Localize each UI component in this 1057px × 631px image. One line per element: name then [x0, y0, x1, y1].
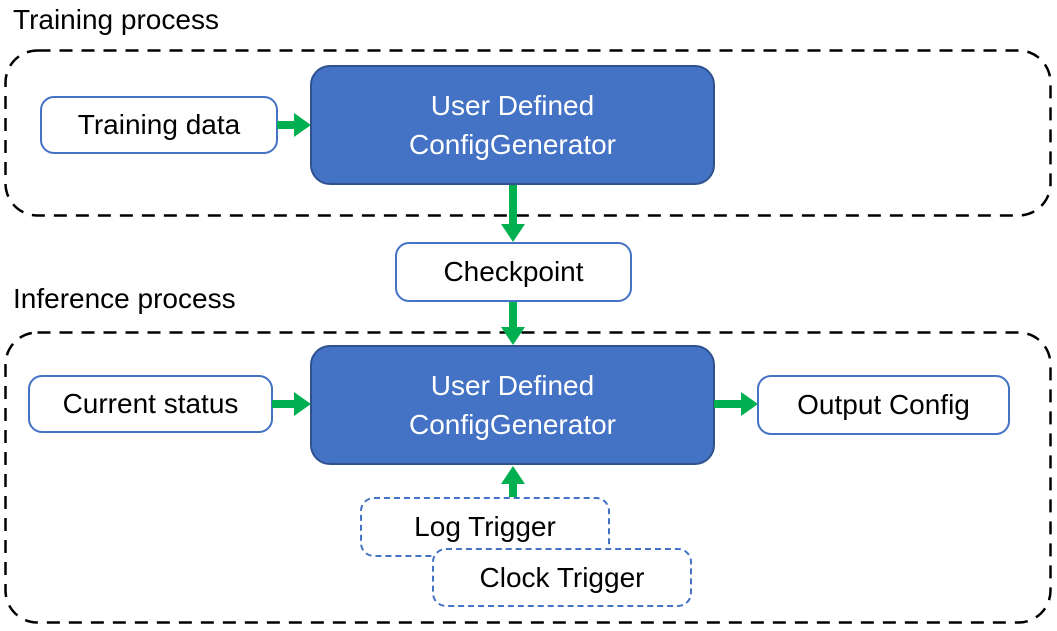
training-config-generator-node: User Defined ConfigGenerator: [310, 65, 715, 185]
arrow-checkpoint-to-inference-generator-icon: [501, 302, 525, 345]
clock-trigger-box: Clock Trigger: [432, 548, 692, 607]
training-process-label: Training process: [13, 4, 219, 35]
training-process-container: [4, 49, 1052, 217]
inference-config-generator-node: User Defined ConfigGenerator: [310, 345, 715, 465]
arrow-generator-to-checkpoint-icon: [501, 185, 525, 242]
inference-process-label: Inference process: [13, 283, 236, 314]
checkpoint-box: Checkpoint: [395, 242, 632, 302]
output-config-box: Output Config: [757, 375, 1010, 435]
inference-process-container: [4, 331, 1052, 624]
inference-generator-line1: User Defined: [430, 370, 595, 401]
training-data-box: Training data: [40, 96, 278, 154]
current-status-box: Current status: [28, 375, 273, 433]
arrow-current-status-to-generator-icon: [272, 392, 311, 416]
inference-generator-line2: ConfigGenerator: [408, 409, 616, 440]
arrow-triggers-to-generator-icon: [501, 466, 525, 497]
training-generator-line2: ConfigGenerator: [408, 129, 616, 160]
arrow-generator-to-output-config-icon: [714, 392, 758, 416]
arrow-training-data-to-generator-icon: [277, 113, 311, 137]
log-trigger-box: Log Trigger: [360, 497, 610, 557]
training-generator-line1: User Defined: [430, 90, 595, 121]
